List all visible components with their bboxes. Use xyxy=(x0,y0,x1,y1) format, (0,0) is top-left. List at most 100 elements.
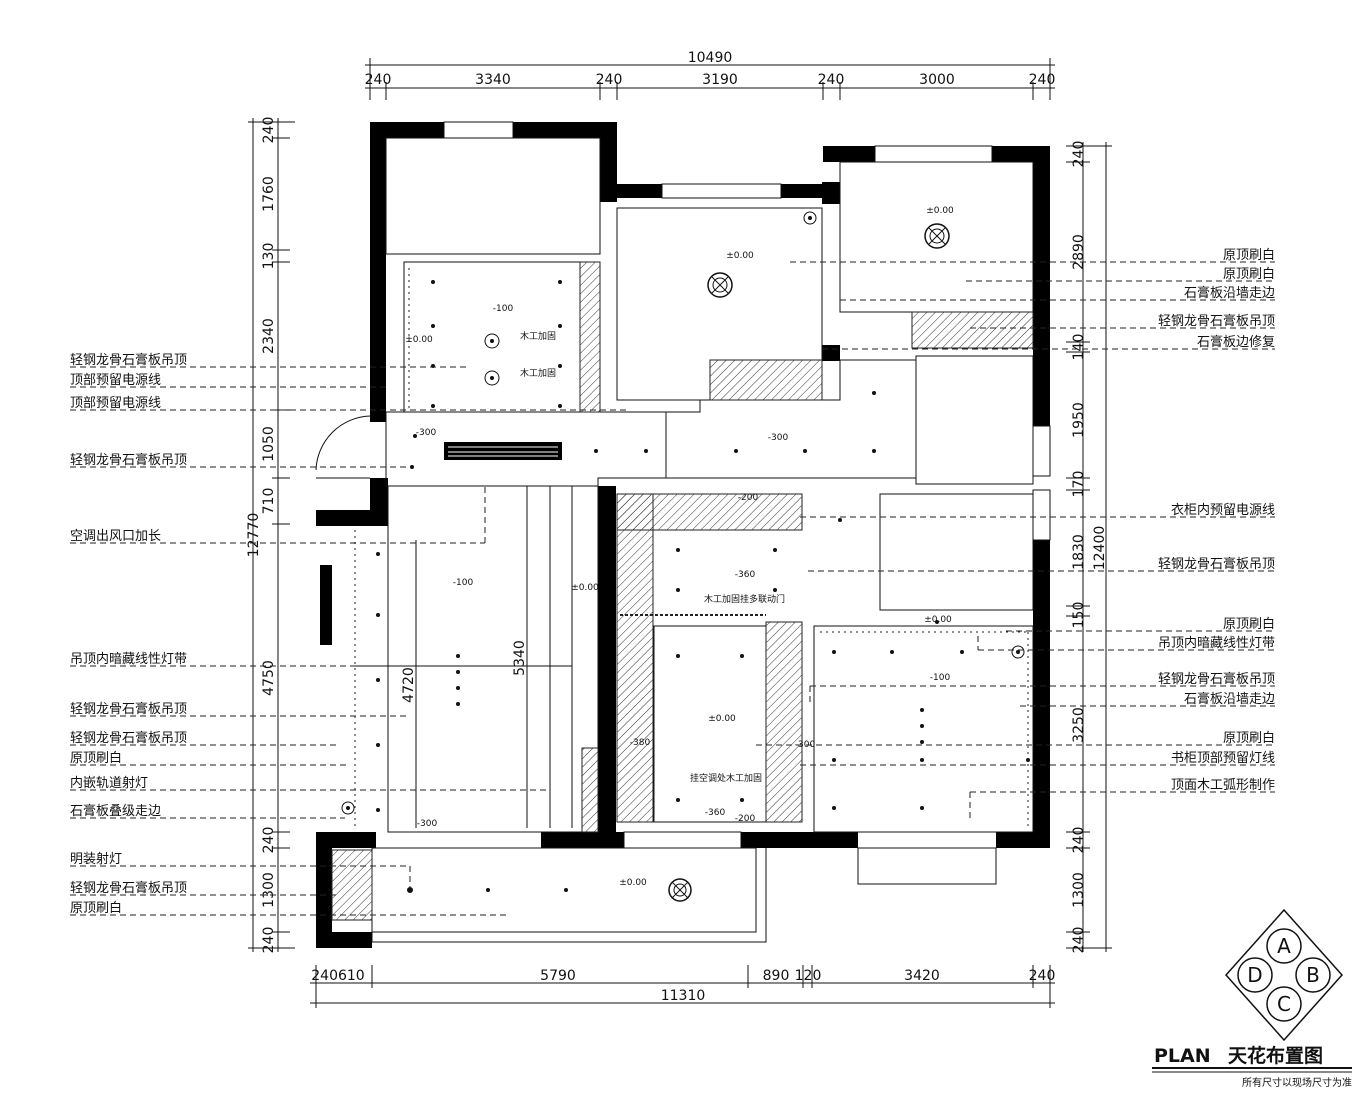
ceiling-lamp-icon xyxy=(707,272,733,298)
reinforcement-point-icon xyxy=(341,211,1025,815)
in-plan-notes: 木工加固 木工加固 木工加固挂多联动门 挂空调处木工加固 xyxy=(520,330,785,784)
annotation-right: 吊顶内暗藏线性灯带 xyxy=(1158,635,1275,651)
ceiling-lamp-icon xyxy=(924,223,950,249)
bottom-total-dimension: 11310 xyxy=(661,988,706,1004)
bottom-dimension: 3420 xyxy=(904,968,940,984)
note-wood-reinforce: 木工加固 xyxy=(520,330,556,342)
annotation-left: 石膏板叠级走边 xyxy=(70,803,161,819)
ceiling-level-marks: ±0.00 ±0.00 -100 ±0.00 -300 -300 -100 ±0… xyxy=(405,206,954,888)
top-dimension: 240 xyxy=(818,72,845,88)
downlight-dots xyxy=(376,280,1030,893)
top-dimension: 240 xyxy=(596,72,623,88)
right-dimension: 240 xyxy=(1071,827,1087,854)
ceiling-lamp-icon xyxy=(668,878,692,902)
inner-dimension: 4720 xyxy=(401,667,417,703)
level-mark: -300 xyxy=(768,433,789,443)
note-ac-reinforce: 挂空调处木工加固 xyxy=(690,772,762,784)
annotation-right: 顶面木工弧形制作 xyxy=(1171,778,1275,793)
annotation-right: 轻钢龙骨石膏板吊顶 xyxy=(1158,313,1275,329)
annotation-right: 轻钢龙骨石膏板吊顶 xyxy=(1158,556,1275,572)
right-dimension: 1950 xyxy=(1071,402,1087,438)
bottom-dimension: 240610 xyxy=(311,968,364,984)
annotation-left: 轻钢龙骨石膏板吊顶 xyxy=(70,701,187,717)
level-mark: -380 xyxy=(630,738,651,748)
annotation-right: 原顶刷白 xyxy=(1223,266,1275,282)
annotation-left: 原顶刷白 xyxy=(70,900,122,916)
compass-letter-a: A xyxy=(1277,934,1291,958)
right-dimension: 3250 xyxy=(1071,707,1087,743)
annotation-left: 空调出风口加长 xyxy=(70,529,161,544)
level-mark: -200 xyxy=(735,814,756,824)
right-dimension-chain: 12400 240 2890 140 1950 170 1830 150 325… xyxy=(1066,141,1112,954)
title-block: PLAN 天花布置图 所有尺寸以现场尺寸为准 xyxy=(1152,1044,1352,1089)
right-dimension: 2890 xyxy=(1071,234,1087,270)
level-mark: ±0.00 xyxy=(619,878,647,888)
light-fixtures xyxy=(341,211,1030,902)
right-dimension: 1830 xyxy=(1071,534,1087,570)
bottom-dimension-chain: 240610 5790 890 120 3420 240 11310 xyxy=(310,965,1055,1008)
inner-dimension: 5340 xyxy=(512,640,528,676)
level-mark: -100 xyxy=(493,304,514,314)
annotation-right: 书柜顶部预留灯线 xyxy=(1171,751,1275,766)
compass-letter-b: B xyxy=(1306,963,1320,987)
left-dimension: 240 xyxy=(261,117,277,144)
floor-plan: 4720 5340 xyxy=(315,121,1051,948)
annotation-left: 轻钢龙骨石膏板吊顶 xyxy=(70,452,187,468)
bottom-dimension: 890 xyxy=(763,968,790,984)
compass-letter-d: D xyxy=(1247,963,1262,987)
right-dimension: 240 xyxy=(1071,927,1087,954)
level-mark: ±0.00 xyxy=(926,206,954,216)
level-mark: -100 xyxy=(453,578,474,588)
annotation-left: 轻钢龙骨石膏板吊顶 xyxy=(70,352,187,368)
room-wardrobe xyxy=(879,493,1034,611)
annotation-right: 石膏板沿墙走边 xyxy=(1184,285,1275,301)
compass-letter-c: C xyxy=(1277,992,1291,1016)
right-dimension: 170 xyxy=(1071,471,1087,498)
annotation-right: 石膏板边修复 xyxy=(1197,334,1275,350)
elevation-index-symbol: A B C D xyxy=(1224,908,1344,1042)
left-dimension: 2340 xyxy=(261,318,277,354)
top-dimension: 240 xyxy=(1029,72,1056,88)
bottom-dimension: 5790 xyxy=(540,968,576,984)
left-total-dimension: 12770 xyxy=(246,513,262,558)
right-annotations: 原顶刷白 原顶刷白 石膏板沿墙走边 轻钢龙骨石膏板吊顶 石膏板边修复 衣柜内预留… xyxy=(756,247,1275,822)
drawing-title-en: PLAN xyxy=(1154,1045,1211,1067)
room-living xyxy=(387,485,599,833)
ac-outlet xyxy=(444,442,562,460)
annotation-left: 明装射灯 xyxy=(70,851,122,867)
level-mark: -360 xyxy=(705,808,726,818)
level-mark: -300 xyxy=(417,819,438,829)
right-total-dimension: 12400 xyxy=(1092,526,1108,571)
level-mark: -360 xyxy=(735,570,756,580)
room-second-bedroom xyxy=(403,261,601,413)
annotation-left: 轻钢龙骨石膏板吊顶 xyxy=(70,730,187,746)
annotation-left: 原顶刷白 xyxy=(70,750,122,766)
top-dimension: 3190 xyxy=(702,72,738,88)
right-dimension: 150 xyxy=(1071,602,1087,629)
level-mark: -200 xyxy=(738,493,759,503)
bottom-dimension: 240 xyxy=(1029,968,1056,984)
left-dimension: 1050 xyxy=(261,426,277,462)
level-mark: ±0.00 xyxy=(726,251,754,261)
left-dimension: 1760 xyxy=(261,176,277,212)
level-mark: -300 xyxy=(795,740,816,750)
annotation-right: 原顶刷白 xyxy=(1223,247,1275,263)
left-dimension: 240 xyxy=(261,827,277,854)
room-top-left xyxy=(385,137,601,255)
room-bathroom xyxy=(915,355,1034,485)
left-dimension-chain: 12770 240 1760 130 2340 1050 710 4750 24… xyxy=(246,117,295,953)
annotation-right: 原顶刷白 xyxy=(1223,730,1275,746)
note-wood-reinforce: 木工加固 xyxy=(520,367,556,379)
room-study xyxy=(653,625,767,823)
top-dimension: 240 xyxy=(365,72,392,88)
level-mark: ±0.00 xyxy=(924,615,952,625)
top-dimension: 3000 xyxy=(919,72,955,88)
level-mark: ±0.00 xyxy=(571,583,599,593)
top-total-dimension: 10490 xyxy=(688,50,733,66)
annotation-right: 原顶刷白 xyxy=(1223,616,1275,632)
left-dimension: 4750 xyxy=(261,660,277,696)
level-mark: -100 xyxy=(930,673,951,683)
right-dimension: 140 xyxy=(1071,334,1087,361)
annotation-left: 吊顶内暗藏线性灯带 xyxy=(70,651,187,667)
